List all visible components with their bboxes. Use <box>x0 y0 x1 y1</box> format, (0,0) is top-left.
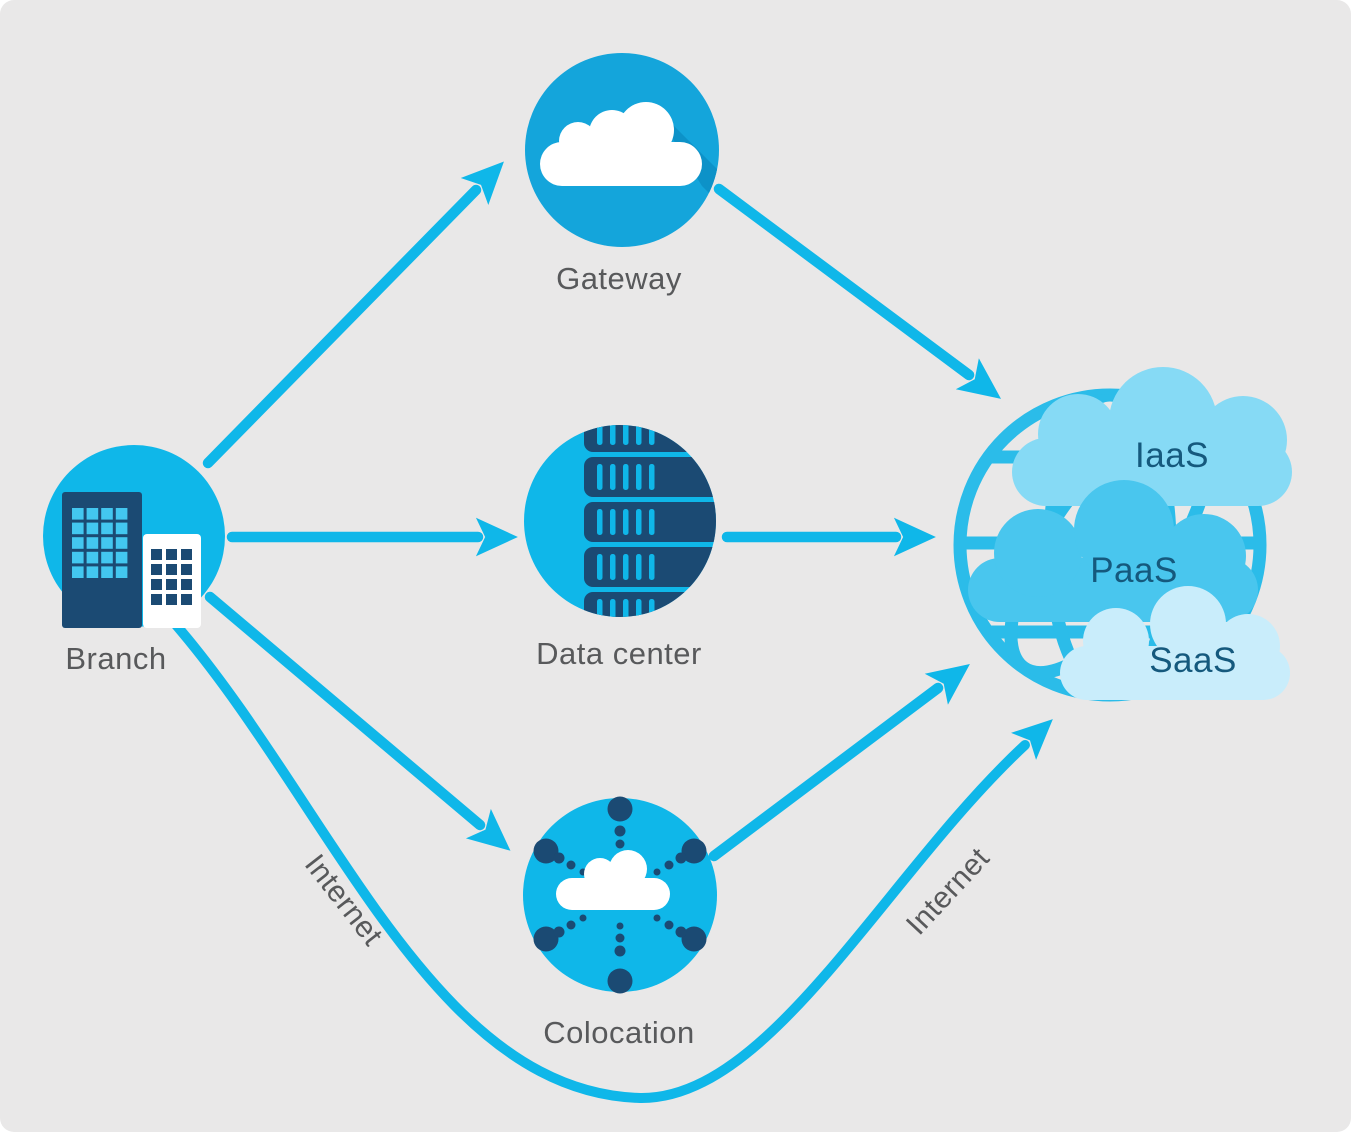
internet-label-right: Internet <box>900 841 996 941</box>
branch-label: Branch <box>65 641 166 676</box>
arrow-branch-gateway <box>202 161 504 469</box>
internet-curve <box>165 613 1053 1104</box>
building-small-windows <box>151 549 192 605</box>
building-tall-windows <box>72 508 128 578</box>
iaas-label: IaaS <box>1135 436 1209 475</box>
building-icon <box>62 492 201 628</box>
datacenter-label: Data center <box>536 636 702 671</box>
saas-label: SaaS <box>1149 641 1237 680</box>
datacenter-node: Data center <box>524 425 716 671</box>
cloud-platform: IaaS PaaS SaaS <box>953 367 1292 702</box>
saas-cloud: SaaS <box>1060 586 1290 700</box>
colocation-cloud-icon <box>556 850 670 910</box>
colocation-label: Colocation <box>543 1015 694 1050</box>
paas-label: PaaS <box>1090 551 1178 590</box>
gateway-label: Gateway <box>556 261 682 296</box>
links <box>165 161 1053 1104</box>
arrow-branch-colocation <box>204 591 511 851</box>
gateway-cloud-shadow <box>650 102 719 247</box>
server-rack <box>584 592 716 617</box>
server-rack-icon <box>584 425 716 617</box>
gateway-cloud-icon <box>540 102 702 186</box>
gateway-node: Gateway <box>525 53 719 296</box>
branch-node: Branch <box>43 445 225 676</box>
arrow-gateway-cloud <box>713 183 1002 399</box>
arrow-colocation-cloud <box>708 664 970 862</box>
iaas-cloud: IaaS <box>1012 367 1292 506</box>
colocation-node: Colocation <box>523 796 717 1050</box>
colocation-spokes <box>533 796 707 994</box>
